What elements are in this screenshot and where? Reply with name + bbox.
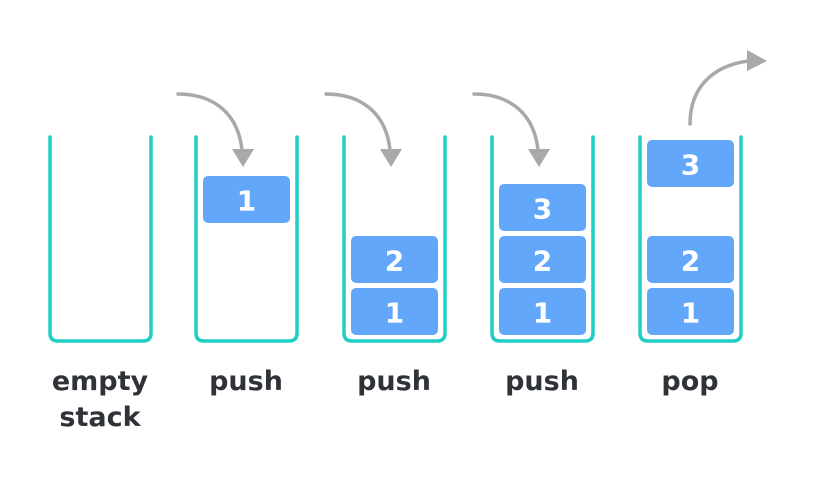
stack-block-value: 2 [533, 245, 552, 278]
stack-block [499, 184, 586, 231]
stack-block-value: 1 [681, 297, 700, 330]
label-line: stack [59, 402, 141, 433]
stack-block [203, 176, 290, 223]
arrow-head [232, 149, 254, 167]
stack-block [647, 236, 734, 283]
stage-label-push-2: push [319, 364, 469, 400]
stack-block-value: 1 [533, 297, 552, 330]
stack-container-4: 3 2 1 [638, 50, 767, 343]
label-line: push [505, 366, 579, 397]
container-outline [194, 135, 299, 343]
stack-container-2: 2 1 [324, 92, 447, 343]
container-outline [490, 135, 595, 343]
stage-label-push-1: push [171, 364, 321, 400]
stack-block [351, 236, 438, 283]
stack-block [499, 236, 586, 283]
stack-block-value: 2 [385, 245, 404, 278]
arrow-head [380, 149, 402, 167]
arrow-head [747, 50, 767, 71]
stack-container-3: 3 2 1 [472, 92, 595, 343]
stack-container-1: 1 [176, 92, 299, 343]
container-outline [638, 135, 743, 343]
popped-block [647, 140, 734, 187]
curved-arrow-down-icon [472, 92, 540, 152]
stage-label-push-3: push [467, 364, 617, 400]
label-line: push [357, 366, 431, 397]
arrow-head [528, 149, 550, 167]
label-line: empty [51, 366, 149, 397]
curved-arrow-up-right-icon [688, 59, 750, 126]
stage-label-pop: pop [615, 364, 765, 400]
label-line: push [209, 366, 283, 397]
stack-container-0 [48, 135, 153, 343]
label-line: pop [661, 366, 719, 397]
stack-block-value: 3 [681, 149, 700, 182]
stack-block [647, 288, 734, 335]
stage-label-empty-stack: empty stack [25, 364, 175, 436]
curved-arrow-down-icon [176, 92, 244, 152]
stack-block-value: 1 [237, 185, 256, 218]
stack-block-value: 1 [385, 297, 404, 330]
stack-block-value: 2 [681, 245, 700, 278]
container-outline [48, 135, 153, 343]
curved-arrow-down-icon [324, 92, 392, 152]
stack-block [351, 288, 438, 335]
stack-block-value: 3 [533, 193, 552, 226]
stack-block [499, 288, 586, 335]
container-outline [342, 135, 447, 343]
